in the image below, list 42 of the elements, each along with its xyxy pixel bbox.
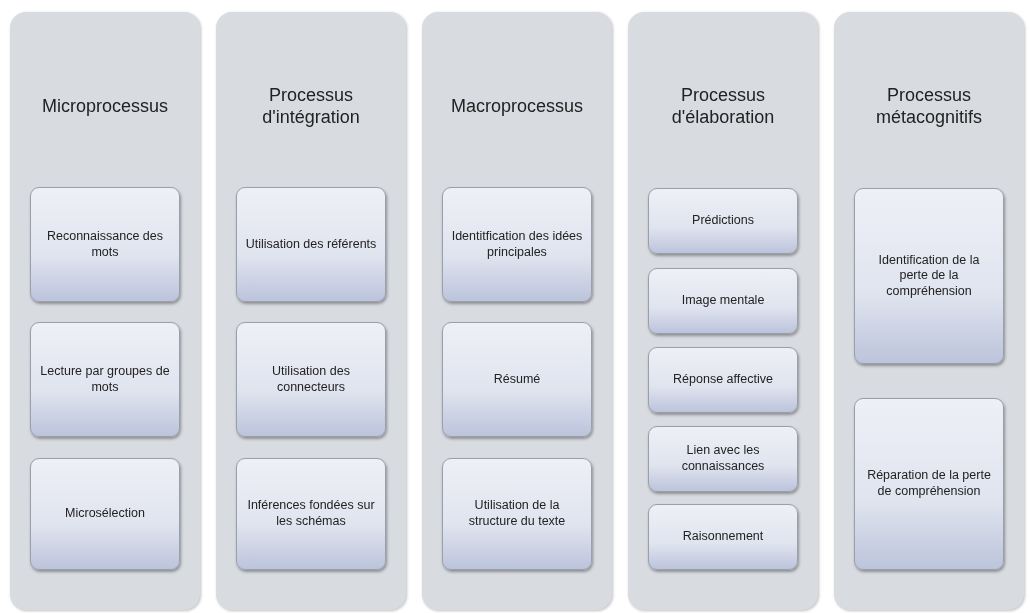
process-box xyxy=(442,458,592,570)
box-label: Identification de la perte de la compréhension xyxy=(877,252,981,300)
box-label: Raisonnement xyxy=(682,529,764,545)
process-box xyxy=(442,187,592,302)
box-label: Réparation de la perte de compréhension xyxy=(866,468,992,500)
box-label: Prédictions xyxy=(692,213,754,229)
process-box xyxy=(30,458,180,570)
column-panel xyxy=(10,12,200,610)
column-panel xyxy=(216,12,406,610)
process-box xyxy=(648,347,798,413)
process-box xyxy=(236,458,386,570)
process-box xyxy=(236,187,386,302)
process-box xyxy=(648,268,798,334)
process-box xyxy=(648,426,798,492)
box-label: Lecture par groupes de mots xyxy=(39,363,171,396)
box-label: Identitfication des idées principales xyxy=(451,228,583,261)
box-label: Microsélection xyxy=(65,506,145,522)
process-box xyxy=(442,322,592,437)
column-heading: Processus métacognitifs xyxy=(874,85,984,129)
column-panel xyxy=(422,12,612,610)
box-label: Réponse affective xyxy=(673,372,773,388)
box-label: Inférences fondées sur les schémas xyxy=(246,498,376,530)
box-label: Résumé xyxy=(493,371,541,388)
process-box xyxy=(30,322,180,437)
column-panel xyxy=(834,12,1024,610)
box-label: Image mentale xyxy=(681,293,765,309)
column-heading: Macroprocessus xyxy=(450,96,583,118)
process-box xyxy=(854,398,1004,570)
column-panel xyxy=(628,12,818,610)
box-label: Utilisation de la structure du texte xyxy=(467,498,567,530)
box-label: Reconnaissance des mots xyxy=(45,228,164,261)
process-box xyxy=(854,188,1004,364)
process-box xyxy=(30,187,180,302)
box-label: Lien avec les connaissances xyxy=(680,443,766,475)
column-heading: Processus d'intégration xyxy=(261,85,361,129)
process-box xyxy=(648,188,798,254)
column-heading: Microprocessus xyxy=(41,96,168,118)
process-box xyxy=(236,322,386,437)
process-box xyxy=(648,504,798,570)
column-heading: Processus d'élaboration xyxy=(670,85,776,129)
box-label: Utilisation des référents xyxy=(245,236,377,253)
box-label: Utilisation des connecteurs xyxy=(271,363,351,396)
